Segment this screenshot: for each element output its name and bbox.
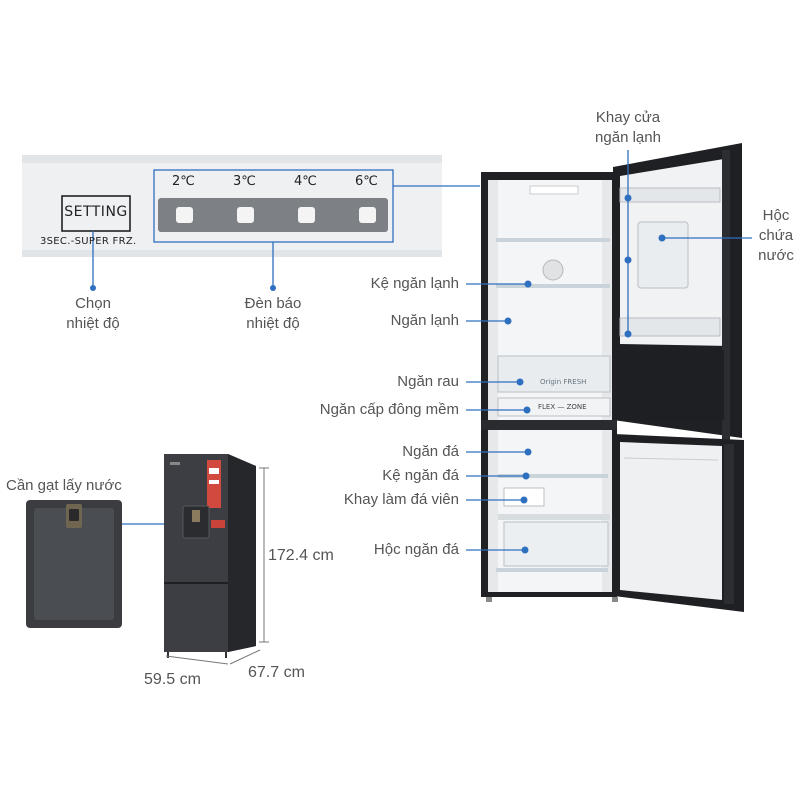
soft-freeze-label: Ngăn cấp đông mềm	[319, 401, 459, 418]
vegetable-drawer-label: Ngăn rau	[397, 373, 459, 390]
indicator-bar	[158, 198, 388, 232]
callout-dots	[504, 194, 666, 554]
door-tray-label: Khay cửa ngăn lạnh	[595, 109, 661, 146]
fridge-shelf-label: Kệ ngăn lạnh	[370, 275, 459, 292]
ice-drawer-label: Hộc ngăn đá	[373, 541, 459, 558]
ice-compartment-label: Ngăn đá	[402, 443, 459, 460]
dispenser-closeup	[26, 500, 122, 628]
freezer-drawer	[503, 521, 609, 567]
ice-tray-label: Khay làm đá viên	[343, 491, 459, 508]
hold-hint: 3SEC.-SUPER FRZ.	[40, 236, 137, 247]
setting-label: SETTING	[64, 204, 128, 220]
temp-6: 6℃	[355, 174, 378, 189]
water-tank-label: Hộc chứa nước	[758, 207, 794, 264]
fridge-callouts	[466, 150, 752, 551]
panel-callouts	[92, 185, 480, 288]
temp-3: 3℃	[233, 174, 256, 189]
depth-dimension: 67.7 cm	[248, 664, 305, 681]
fridge-compartment-label: Ngăn lạnh	[390, 312, 459, 329]
indicator-light-6	[359, 207, 376, 223]
fridge-front-view	[164, 454, 256, 658]
indicator-label: Đèn báo nhiệt độ	[244, 295, 302, 332]
temp-4: 4℃	[294, 174, 317, 189]
vegetable-drawer	[497, 355, 611, 393]
height-dimension: 172.4 cm	[268, 547, 334, 564]
water-tank	[637, 221, 689, 289]
dispenser-lever-label: Cần gạt lấy nước	[6, 477, 122, 494]
open-fridge	[481, 143, 744, 612]
indicator-light-2	[176, 207, 193, 223]
flex-zone-mark: FLEX — ZONE	[538, 403, 587, 411]
indicator-light-4	[298, 207, 315, 223]
control-panel	[22, 155, 442, 257]
indicator-light-3	[237, 207, 254, 223]
origin-fresh-mark: Origin FRESH	[540, 378, 587, 386]
freezer-interior	[488, 430, 612, 592]
width-dimension: 59.5 cm	[144, 671, 201, 688]
ice-shelf-label: Kệ ngăn đá	[382, 467, 459, 484]
dimension-lines	[165, 467, 269, 665]
temp-2: 2℃	[172, 174, 195, 189]
select-temp-label: Chọn nhiệt độ	[66, 295, 120, 332]
setting-button[interactable]	[61, 195, 131, 232]
